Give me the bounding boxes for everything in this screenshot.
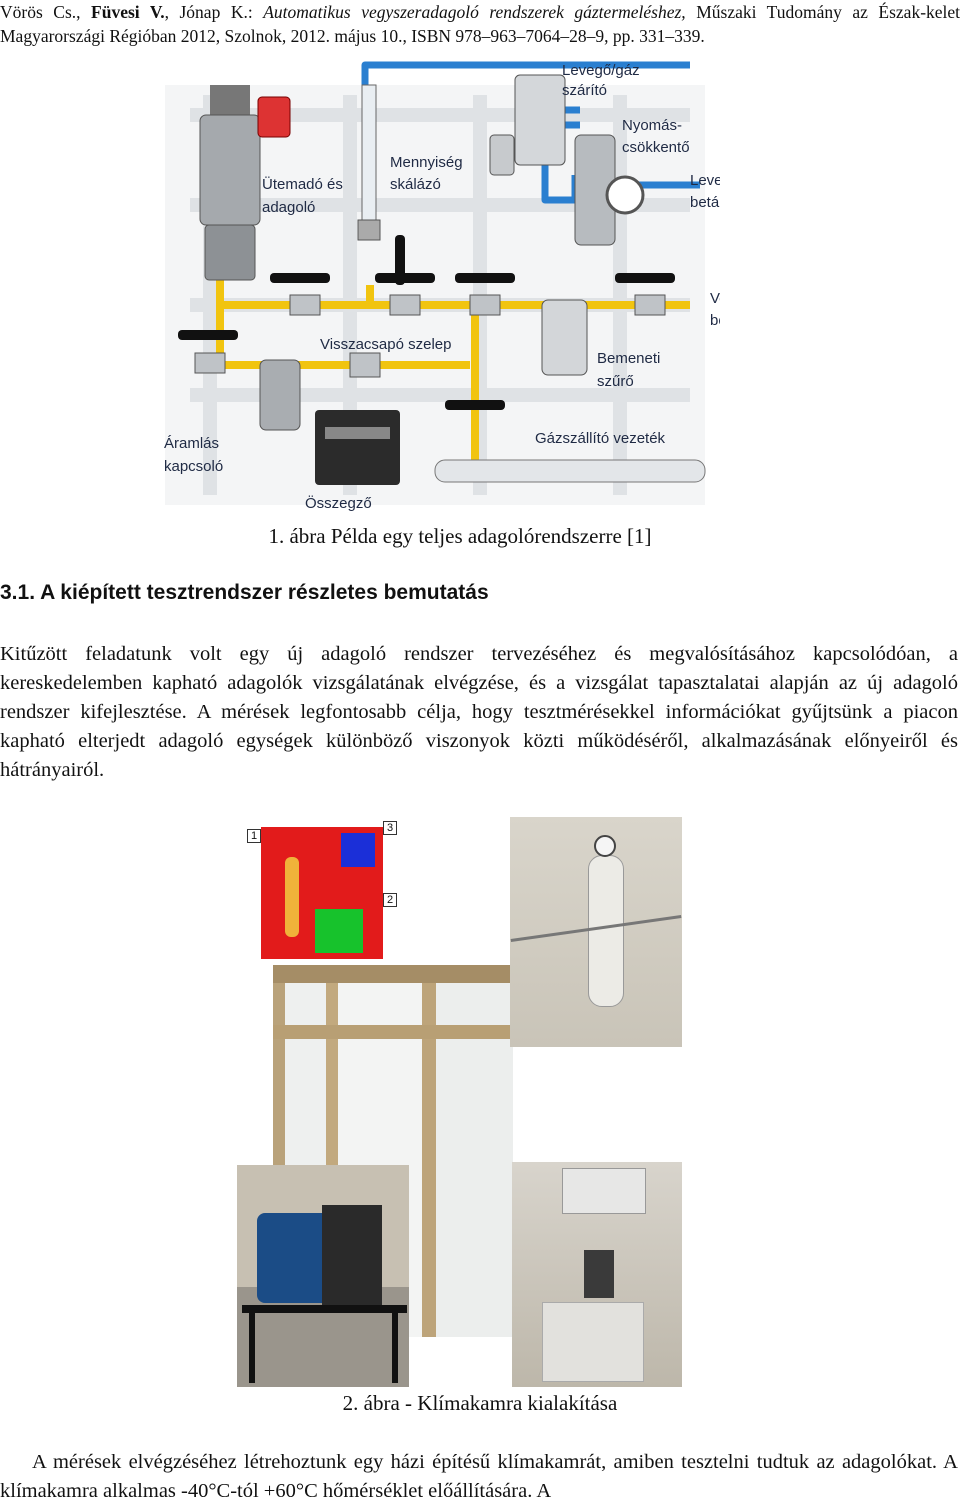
- photo-cooling-unit: [237, 1165, 409, 1387]
- label-air-feed-2: betáplálás: [690, 194, 720, 211]
- section-title: 3.1. A kiépített tesztrendszer részletes…: [0, 581, 489, 604]
- dosing-system-diagram: Levegő/gáz szárító Nyomás- csökkentő Lev…: [164, 61, 720, 512]
- author-1: Vörös Cs.,: [0, 2, 81, 22]
- label-reducer-2: csökkentő: [622, 139, 690, 156]
- paragraph-1: Kitűzött feladatunk volt egy új adagoló …: [0, 643, 958, 781]
- label-dryer-2: szárító: [562, 82, 607, 99]
- label-scaler-2: skálázó: [390, 176, 441, 193]
- paragraph-2: A mérések elvégzéséhez létrehoztunk egy …: [0, 1451, 958, 1502]
- cad-callout-1: 1: [247, 829, 262, 843]
- photo-chamber-interior: [512, 1162, 682, 1387]
- label-doser-1: Ütemadó és: [262, 175, 343, 193]
- label-reducer-1: Nyomás-: [622, 117, 682, 134]
- cad-callout-2: 2: [383, 893, 398, 907]
- figure-2-caption: 2. ábra - Klímakamra kialakítása: [342, 1391, 618, 1415]
- label-check-valve: Visszacsapó szelep: [320, 336, 451, 353]
- label-chemical-input-1: Vegyszer: [710, 290, 720, 307]
- label-doser-2: adagoló: [262, 199, 315, 216]
- author-3: , Jónap K.:: [164, 2, 253, 22]
- figure-1-caption: 1. ábra Példa egy teljes adagolórendszer…: [268, 524, 652, 548]
- paper-header: Vörös Cs., Füvesi V., Jónap K.: Automati…: [0, 0, 960, 48]
- cad-model: 1 3 2: [237, 817, 399, 963]
- label-air-feed-1: Levegő/gáz: [690, 172, 720, 189]
- label-inlet-filter-2: szűrő: [597, 373, 634, 390]
- label-dryer-1: Levegő/gáz: [562, 62, 640, 79]
- label-flow-switch-2: kapcsoló: [164, 458, 223, 475]
- label-gas-line: Gázszállító vezeték: [535, 430, 666, 447]
- label-flow-switch-1: Áramlás: [164, 435, 219, 452]
- cad-callout-3: 3: [383, 821, 398, 835]
- label-chemical-input-2: bemenet: [710, 312, 720, 329]
- paper-title: Automatikus vegyszeradagoló rendszerek g…: [263, 2, 686, 22]
- paper-venue: Műszaki Tudomány az Észak-kelet Magyaror…: [0, 2, 960, 46]
- label-totalizer: Összegző: [305, 494, 372, 512]
- label-inlet-filter-1: Bemeneti: [597, 350, 660, 367]
- author-2: Füvesi V.: [91, 2, 165, 22]
- label-scaler-1: Mennyiség: [390, 154, 463, 171]
- photo-cylinder-doser: [510, 817, 682, 1047]
